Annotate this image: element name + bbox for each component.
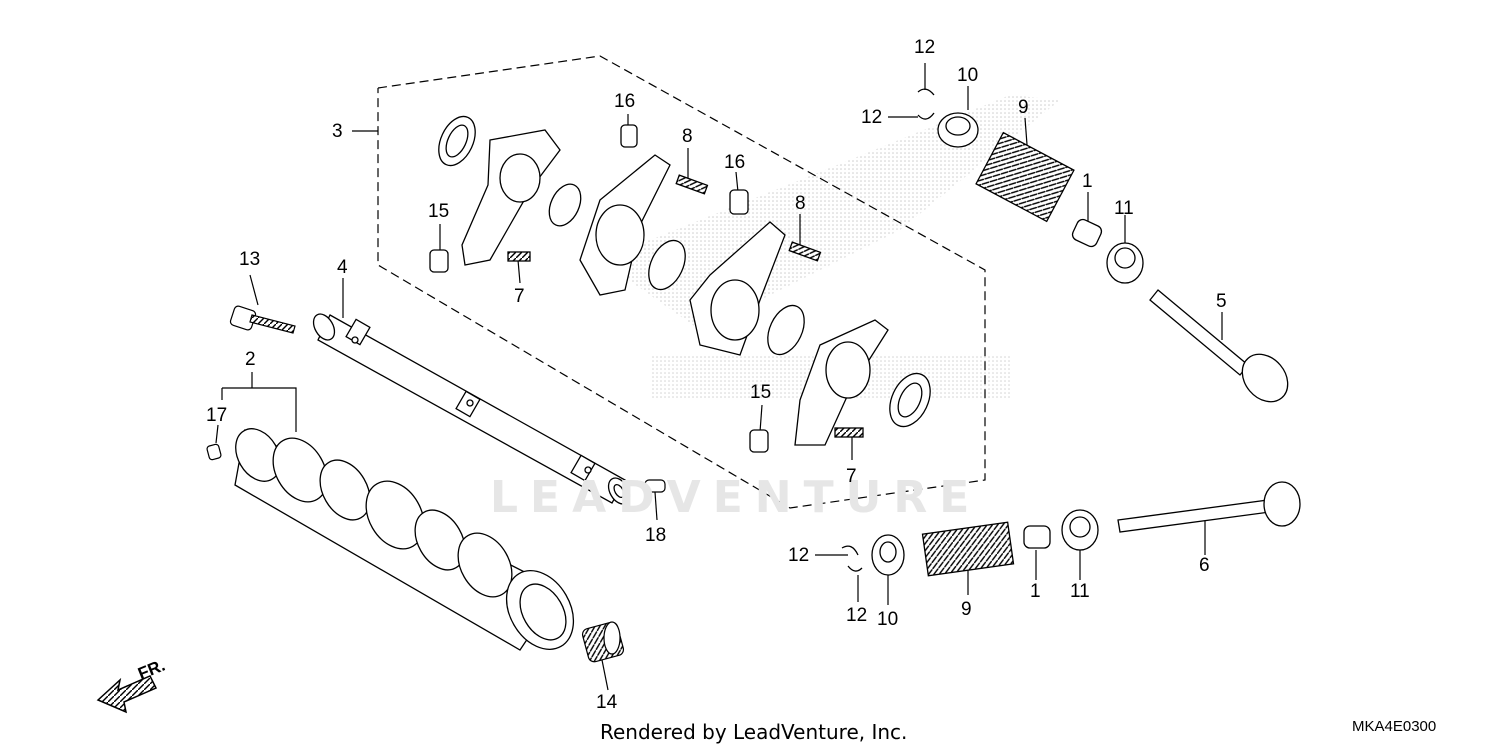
lower-valve-train xyxy=(841,481,1301,577)
label-8-lower: 8 xyxy=(795,193,806,214)
rocker-arm-parts xyxy=(429,115,931,453)
label-10-top: 10 xyxy=(957,65,979,86)
front-arrow-icon xyxy=(96,675,158,714)
label-16-left: 16 xyxy=(614,91,636,112)
diagram-code: MKA4E0300 xyxy=(1352,718,1437,735)
camshaft-2 xyxy=(234,428,575,651)
label-3: 3 xyxy=(332,121,343,142)
label-9-bottom: 9 xyxy=(961,599,972,620)
label-9-top: 9 xyxy=(1018,97,1029,118)
label-18: 18 xyxy=(645,525,667,546)
label-1-top: 1 xyxy=(1082,171,1093,192)
label-12-bottom-a: 12 xyxy=(788,545,810,566)
rocker-arm-assembly-boundary xyxy=(377,55,986,509)
label-2: 2 xyxy=(245,349,256,370)
label-4: 4 xyxy=(337,257,348,278)
label-12-bottom-b: 12 xyxy=(846,605,868,626)
label-12-top-b: 12 xyxy=(861,107,883,128)
label-16-right: 16 xyxy=(724,152,746,173)
label-6: 6 xyxy=(1199,555,1210,576)
footer-credit: Rendered by LeadVenture, Inc. xyxy=(600,720,908,744)
label-5: 5 xyxy=(1216,291,1227,312)
label-13: 13 xyxy=(239,249,261,270)
label-7-left: 7 xyxy=(514,286,525,307)
label-1-bottom: 1 xyxy=(1030,581,1041,602)
upper-valve-train xyxy=(917,88,1289,403)
rocker-shaft-4 xyxy=(312,313,631,505)
label-7-right: 7 xyxy=(846,466,857,487)
label-12-top-a: 12 xyxy=(914,37,936,58)
label-10-bottom: 10 xyxy=(877,609,899,630)
label-15-right: 15 xyxy=(750,382,772,403)
label-15-left: 15 xyxy=(428,201,450,222)
watermark-text: LEADVENTURE xyxy=(490,472,982,523)
bearing-14 xyxy=(581,621,625,663)
label-11-bottom: 11 xyxy=(1070,581,1090,602)
pin-18 xyxy=(644,479,666,493)
leader-lines xyxy=(215,63,1223,691)
bolt-13 xyxy=(229,305,296,334)
label-8-upper: 8 xyxy=(682,126,693,147)
label-17: 17 xyxy=(206,405,228,426)
label-11-top: 11 xyxy=(1114,198,1134,219)
pin-17 xyxy=(206,443,222,461)
label-14: 14 xyxy=(596,692,618,713)
